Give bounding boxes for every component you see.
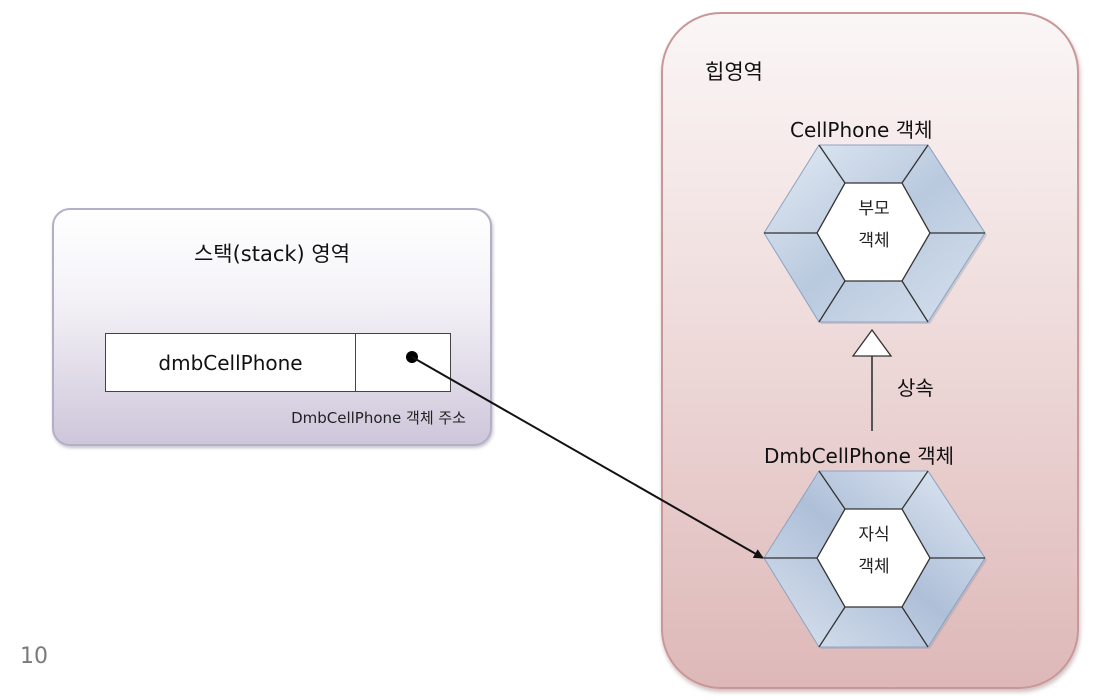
reference-arrow [406,351,764,559]
hexagon-facet-line [901,470,929,510]
hexagon-facet-line [901,606,929,648]
inheritance-label: 상속 [897,376,934,400]
stack-region: 스택(stack) 영역 dmbCellPhone DmbCellPhone 객… [52,208,492,446]
parent-object-hexagon [763,144,987,324]
child-inner-line2: 객체 [858,557,890,577]
hexagon-facet-line [818,606,846,648]
child-object-label: DmbCellPhone 객체 [764,444,955,468]
heap-region-title: 힙영역 [705,60,763,84]
hexagon-facet-line [818,280,846,323]
parent-object-label: CellPhone 객체 [790,118,933,142]
page-number: 10 [20,644,48,669]
stack-region-title: 스택(stack) 영역 [193,242,351,266]
reference-arrow-line [411,356,764,559]
inheritance-arrow [851,328,893,431]
variable-name-cell: dmbCellPhone [105,333,356,392]
child-object-inner-text: 자식 객체 [834,519,914,583]
variable-name: dmbCellPhone [158,350,303,375]
child-inner-line1: 자식 [858,525,890,545]
reference-cell [355,333,451,392]
parent-inner-line2: 객체 [858,231,890,251]
parent-inner-line1: 부모 [858,199,890,219]
hexagon-facet-line [901,280,929,323]
address-caption: DmbCellPhone 객체 주소 [291,409,466,427]
inheritance-arrowhead [851,328,893,357]
parent-object-inner-text: 부모 객체 [834,193,914,257]
hexagon-facet-line [901,144,929,184]
hexagon-facet-line [818,470,846,510]
child-object-hexagon [763,470,987,649]
hexagon-facet-line [818,144,846,184]
